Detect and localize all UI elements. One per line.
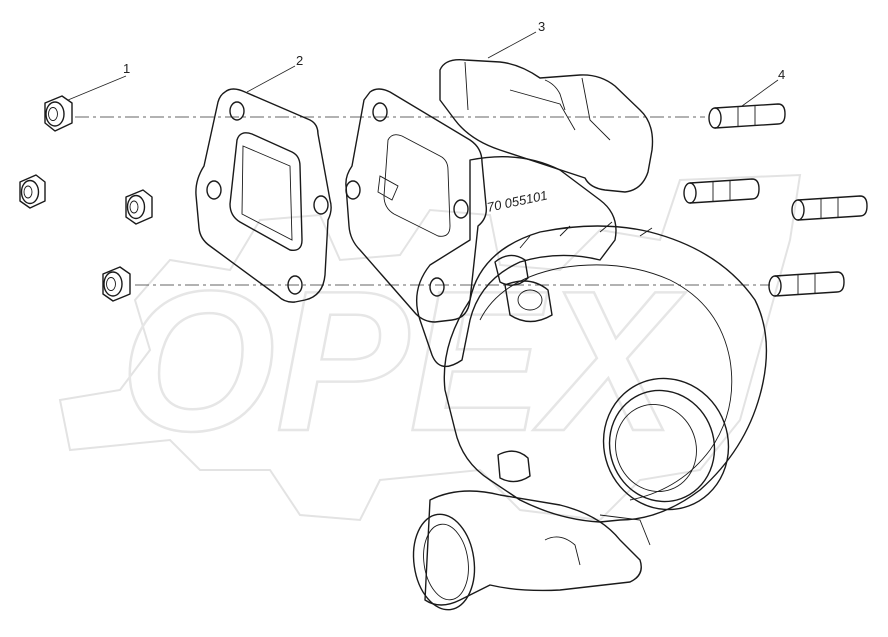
part-2-gasket [195, 88, 332, 303]
gasket-bolt-hole-2 [313, 195, 329, 215]
nut-1a [44, 95, 73, 132]
gasket-bolt-hole-4 [287, 275, 303, 295]
axis-lines [75, 116, 770, 286]
callout-number: 3 [538, 19, 545, 34]
callout-number: 4 [778, 67, 785, 82]
turbo-fitting-mid [504, 280, 553, 323]
part-4-studs [683, 103, 868, 297]
turbo-compressor-housing [443, 225, 768, 523]
gasket-bolt-hole-1 [229, 101, 245, 121]
callout-3: 3 [487, 19, 545, 59]
turbo-turbine-housing [416, 156, 617, 368]
stud-4a [708, 103, 786, 129]
stud-4c [791, 195, 868, 221]
turbo-compressor-outlet [602, 377, 730, 511]
callouts: 1 2 3 4 [67, 19, 785, 107]
callout-1: 1 [67, 61, 130, 101]
housing-part-number: 70 055101 [486, 187, 549, 214]
stud-4b [683, 178, 760, 204]
turbo-top-block [439, 59, 654, 193]
nut-1d [102, 266, 131, 302]
watermark-text: OPEX [120, 250, 686, 473]
turbo-outlet-elbow [424, 490, 642, 606]
callout-2: 2 [246, 53, 303, 93]
turbo-fitting-lower [497, 450, 531, 483]
callout-4: 4 [741, 67, 785, 107]
callout-number: 1 [123, 61, 130, 76]
gasket-bolt-hole-3 [206, 180, 222, 200]
part-1-nuts [19, 95, 153, 302]
nut-1c [125, 189, 153, 225]
callout-number: 2 [296, 53, 303, 68]
nut-1b [19, 174, 46, 209]
stud-4d [768, 271, 845, 297]
turbo-inlet-flange [345, 88, 488, 323]
watermark: OPEX [58, 173, 802, 522]
watermark-gear-outline [58, 173, 802, 522]
